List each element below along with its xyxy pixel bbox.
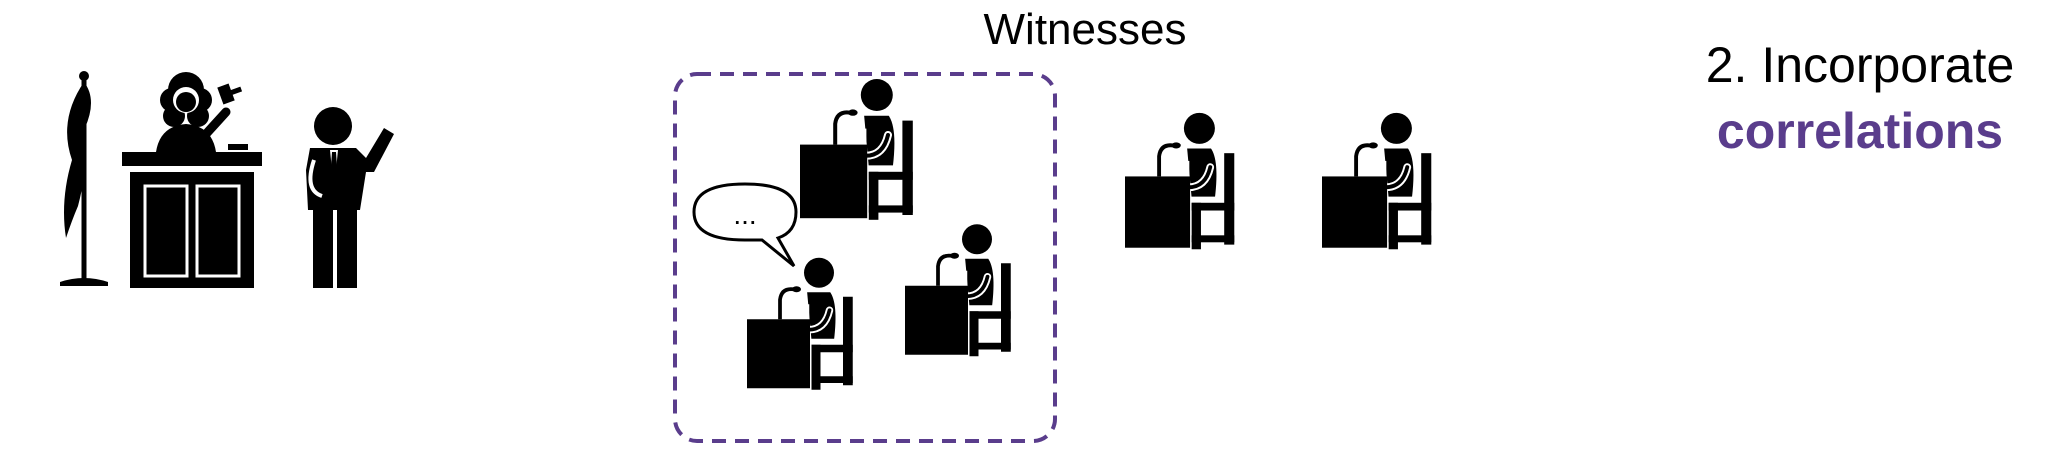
step-label: 2. Incorporate correlations bbox=[1660, 40, 2060, 156]
witness-icon bbox=[1125, 113, 1234, 249]
speech-bubble-icon bbox=[692, 182, 798, 268]
witness-icon bbox=[1322, 113, 1431, 249]
judge-icon bbox=[122, 72, 262, 288]
witnesses-title: Witnesses bbox=[983, 5, 1187, 54]
witness-icon bbox=[800, 79, 913, 220]
step-line-2: correlations bbox=[1716, 103, 2004, 159]
step-line-1: 2. Incorporate bbox=[1705, 37, 2015, 93]
speech-bubble-text: ... bbox=[733, 199, 756, 230]
lawyer-icon bbox=[306, 107, 394, 288]
witness-group-box bbox=[673, 72, 1057, 443]
witness-icon bbox=[747, 258, 853, 390]
flag-icon bbox=[60, 71, 108, 286]
witness-icon bbox=[905, 224, 1011, 356]
